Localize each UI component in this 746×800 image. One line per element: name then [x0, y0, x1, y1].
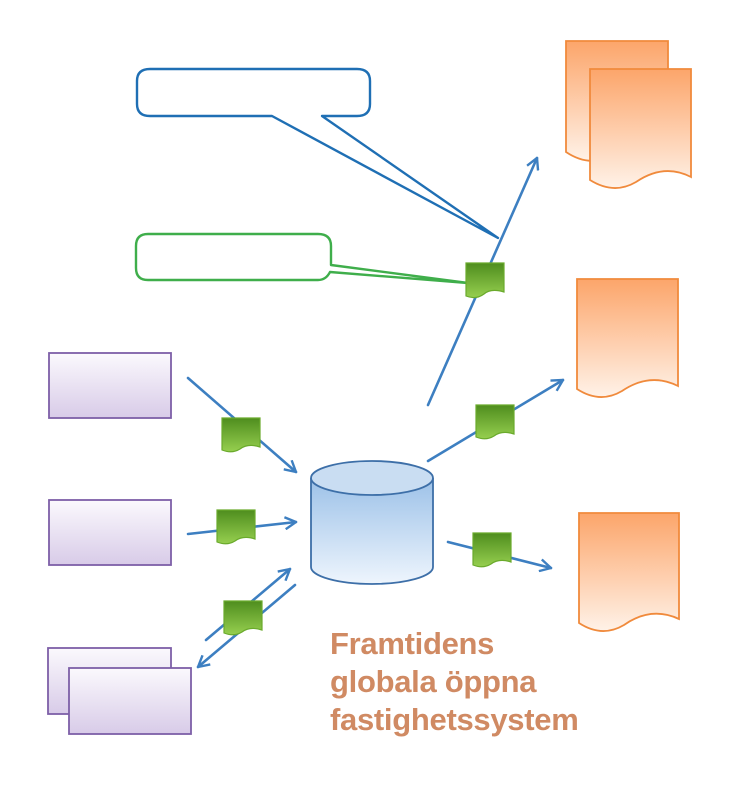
- caption-line-1: Framtidens: [330, 626, 495, 661]
- source-box-middle: [48, 499, 172, 566]
- connector-output-bottom: [472, 532, 512, 568]
- diagram-caption: Framtidens globala öppna fastighetssyste…: [330, 625, 579, 739]
- caption-line-3: fastighetssystem: [330, 702, 579, 737]
- database: [310, 460, 434, 585]
- callout-blue: [135, 67, 500, 240]
- document-middle: [576, 278, 679, 398]
- connector-input-middle: [216, 509, 256, 545]
- callout-green: [134, 232, 470, 285]
- connectors: [216, 262, 515, 636]
- source-boxes: [47, 352, 192, 735]
- document-top-front: [589, 68, 692, 189]
- source-box-top: [48, 352, 172, 419]
- connector-input-top: [221, 417, 261, 453]
- connector-output-middle: [475, 404, 515, 440]
- caption-line-2: globala öppna: [330, 664, 537, 699]
- connector-input-bottom: [223, 600, 263, 636]
- connector-callouts: [465, 262, 505, 299]
- output-documents: [565, 40, 692, 632]
- source-box-bottom-front: [68, 667, 192, 735]
- document-bottom: [578, 512, 680, 632]
